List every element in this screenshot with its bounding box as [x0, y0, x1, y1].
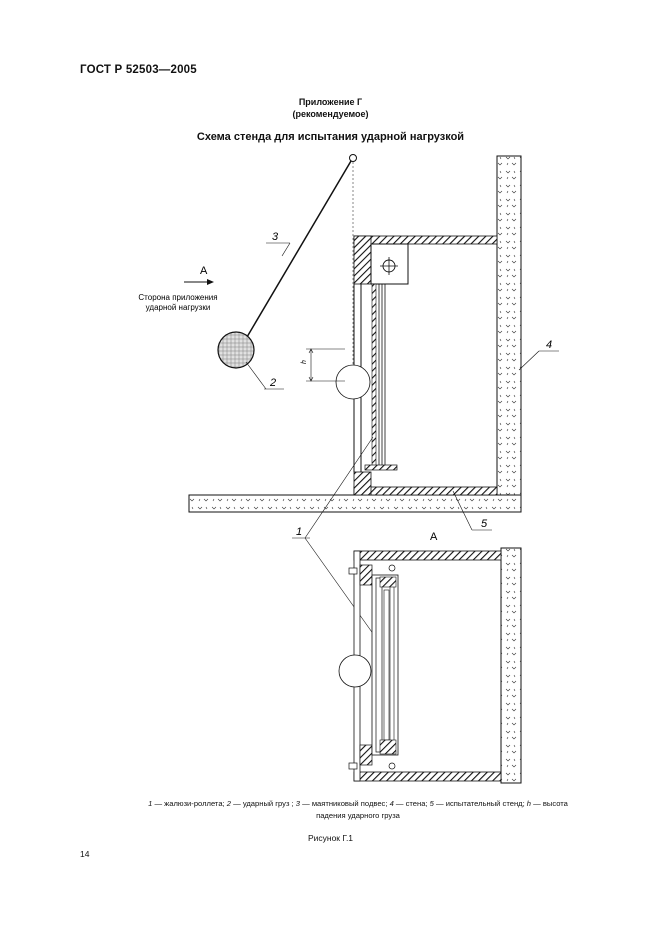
legend-text-1: — жалюзи-роллета;: [152, 799, 227, 808]
pendulum-pivot: [349, 154, 357, 162]
legend-key-4: 4: [389, 799, 394, 808]
roller-shutter-top-view: [371, 574, 399, 756]
legend-text-5: — испытательный стенд;: [433, 799, 527, 808]
legend-key-h: h: [526, 799, 532, 808]
document-code: ГОСТ Р 52503—2005: [80, 64, 197, 76]
callout-3: 3: [272, 231, 279, 243]
figure-legend: 1 — жалюзи-роллета; 2 — ударный груз ; 3…: [108, 798, 608, 822]
impact-side-label-line2: ударной нагрузки: [146, 303, 211, 312]
impact-weight: [217, 331, 255, 369]
page-number: 14: [80, 849, 90, 859]
roller-shutter: [364, 283, 398, 471]
appendix-status: (рекомендуемое): [292, 109, 369, 119]
callout-1: 1: [296, 526, 302, 538]
legend-key-1: 1: [148, 799, 153, 808]
impact-weight-top-view: [338, 654, 372, 688]
legend-text-2: — ударный груз ;: [231, 799, 296, 808]
figure-caption: Рисунок Г.1: [307, 833, 354, 843]
roller-shutter-box: [370, 243, 409, 285]
legend-text-h-continued: падения ударного груза: [316, 811, 400, 820]
legend-key-5: 5: [429, 799, 434, 808]
impact-weight-rest: [335, 364, 371, 400]
legend-text-3: — маятниковый подвес;: [300, 799, 390, 808]
callout-4: 4: [546, 339, 552, 351]
floor-slab: [188, 494, 522, 513]
legend-text-4: — стена;: [393, 799, 430, 808]
pendulum-suspension: [246, 160, 352, 338]
wall-section-top-view: [500, 547, 522, 784]
impact-side-label-line1: Сторона приложения: [138, 293, 217, 302]
callout-5: 5: [481, 518, 488, 530]
legend-key-3: 3: [295, 799, 301, 808]
view-label-a-bottom: A: [430, 531, 438, 543]
appendix-title: Приложение Г: [298, 97, 363, 107]
wall: [496, 155, 522, 513]
drop-height-dimension: [306, 348, 345, 382]
figure-title: Схема стенда для испытания ударной нагру…: [196, 131, 465, 143]
legend-text-h: — высота: [531, 799, 568, 808]
height-symbol: h: [301, 360, 308, 364]
callout-2: 2: [269, 377, 276, 389]
legend-key-2: 2: [226, 799, 232, 808]
view-label-a: A: [200, 265, 208, 277]
